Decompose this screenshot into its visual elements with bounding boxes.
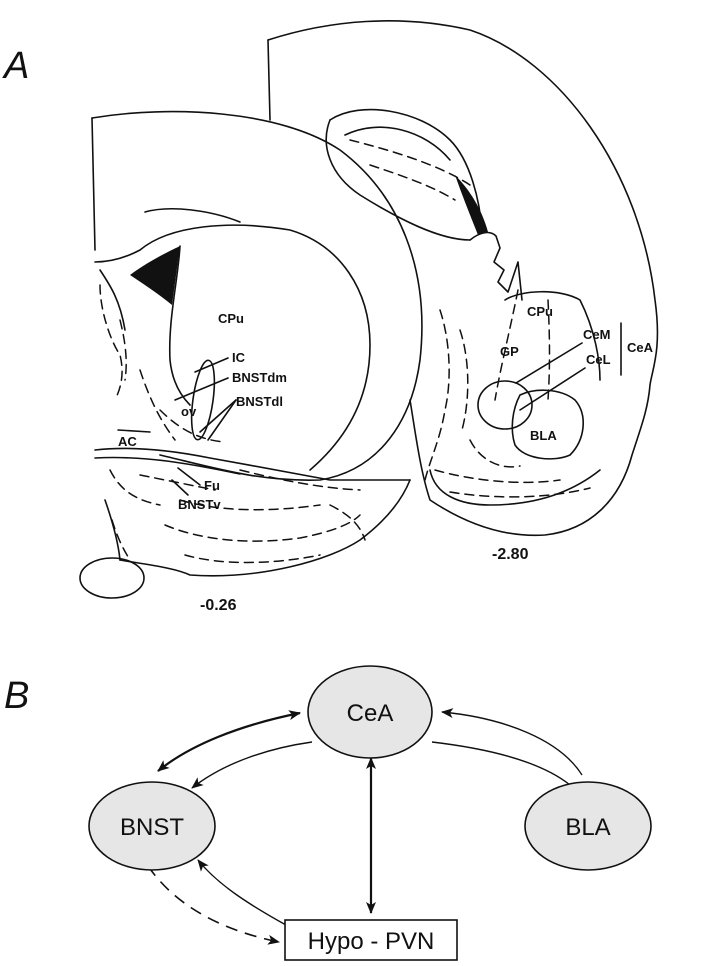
arrow-bla-cea <box>441 708 583 776</box>
brain-section-left <box>79 110 423 599</box>
label-fu: Fu <box>204 478 220 493</box>
node-bnst: BNST <box>88 781 216 871</box>
panel-b-label: B <box>4 675 29 717</box>
label-cpu-right: CPu <box>527 304 553 319</box>
label-ac: AC <box>118 434 137 449</box>
label-bnstdm: BNSTdm <box>232 370 287 385</box>
node-cea-label: CeA <box>347 700 394 727</box>
panel-a-label: A <box>2 45 29 87</box>
node-bla: BLA <box>524 781 652 871</box>
brain-section-right <box>267 20 659 537</box>
right-section-outline <box>267 20 659 537</box>
panel-a-labels: CPu IC BNSTdm ov BNSTdl AC Fu BNSTv -0.2… <box>118 304 654 614</box>
label-ic: IC <box>232 350 246 365</box>
node-hypo-pvn: Hypo - PVN <box>284 919 458 961</box>
coordinate-left: -0.26 <box>200 597 237 614</box>
label-ov: ov <box>181 404 197 419</box>
label-cea: CeA <box>627 340 654 355</box>
coordinate-right: -2.80 <box>492 546 529 563</box>
node-cea: CeA <box>307 665 433 759</box>
label-bnstdl: BNSTdl <box>236 394 283 409</box>
node-bnst-label: BNST <box>120 814 184 841</box>
label-cem: CeM <box>583 327 610 342</box>
ic-outline <box>190 359 216 441</box>
node-bla-label: BLA <box>565 814 610 841</box>
left-section-outline <box>91 110 423 481</box>
olfactory-tract <box>79 557 145 599</box>
node-hypo-label: Hypo - PVN <box>308 928 435 955</box>
ventricle-left <box>130 246 180 305</box>
arrow-hypo-bnst <box>197 859 287 926</box>
label-cpu-left: CPu <box>218 311 244 326</box>
label-gp: GP <box>500 344 519 359</box>
arrow-cea-bnst-thin <box>191 741 313 789</box>
label-cel: CeL <box>586 352 611 367</box>
label-bnstv: BNSTv <box>178 497 221 512</box>
label-bla: BLA <box>530 428 557 443</box>
arrow-bnst-hypo <box>147 865 280 945</box>
connections <box>147 708 583 945</box>
cea-outline <box>477 380 533 430</box>
arrow-cea-bnst <box>157 710 301 772</box>
bla-outline <box>511 389 585 460</box>
ventricle-right <box>455 175 488 235</box>
